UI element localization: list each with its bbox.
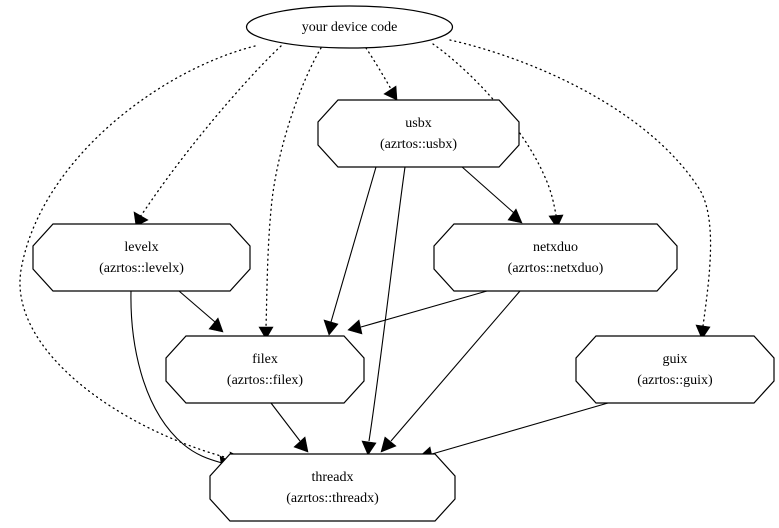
edge-netxduo-to-threadx — [380, 290, 521, 453]
filex-label-name: filex — [252, 352, 278, 367]
netxduo-octagon — [433, 223, 678, 292]
node-usbx[interactable]: usbx (azrtos::usbx) — [317, 99, 520, 168]
edge-device-to-guix — [449, 39, 712, 340]
usbx-octagon — [317, 99, 520, 168]
device-code-label: your device code — [302, 20, 398, 35]
threadx-label-name: threadx — [312, 470, 354, 485]
edge-device-to-netxduo — [432, 43, 564, 229]
edge-device-to-levelx — [133, 45, 282, 227]
threadx-octagon — [209, 453, 456, 522]
edge-device-to-filex — [258, 47, 322, 340]
node-guix[interactable]: guix (azrtos::guix) — [575, 335, 775, 404]
node-netxduo[interactable]: netxduo (azrtos::netxduo) — [433, 223, 678, 292]
node-threadx[interactable]: threadx (azrtos::threadx) — [209, 453, 456, 522]
guix-label-name: guix — [663, 352, 688, 367]
filex-label-namespace: (azrtos::filex) — [227, 373, 304, 388]
netxduo-label-name: netxduo — [533, 240, 578, 255]
usbx-label-namespace: (azrtos::usbx) — [380, 137, 457, 152]
edge-device-to-usbx — [365, 47, 398, 101]
netxduo-label-namespace: (azrtos::netxduo) — [508, 261, 604, 276]
node-filex[interactable]: filex (azrtos::filex) — [165, 335, 365, 404]
usbx-label-name: usbx — [405, 116, 431, 131]
edge-usbx-to-threadx — [361, 166, 406, 456]
levelx-label-namespace: (azrtos::levelx) — [99, 261, 184, 276]
edge-filex-to-threadx — [270, 402, 309, 453]
edge-usbx-to-netxduo — [460, 165, 523, 224]
edge-guix-to-threadx — [417, 402, 609, 462]
levelx-octagon — [32, 223, 251, 292]
levelx-label-name: levelx — [124, 240, 158, 255]
filex-octagon — [165, 335, 365, 404]
threadx-label-namespace: (azrtos::threadx) — [286, 491, 379, 506]
edge-usbx-to-filex — [323, 166, 377, 336]
device-code-ellipse — [245, 5, 454, 49]
node-your-device-code[interactable]: your device code — [245, 5, 454, 49]
edge-layer — [19, 39, 712, 471]
guix-octagon — [575, 335, 775, 404]
node-layer: your device code usbx (azrtos::usbx) lev… — [32, 5, 775, 522]
guix-label-namespace: (azrtos::guix) — [637, 373, 713, 388]
node-levelx[interactable]: levelx (azrtos::levelx) — [32, 223, 251, 292]
edge-netxduo-to-filex — [347, 290, 488, 335]
edge-levelx-to-filex — [178, 290, 224, 333]
